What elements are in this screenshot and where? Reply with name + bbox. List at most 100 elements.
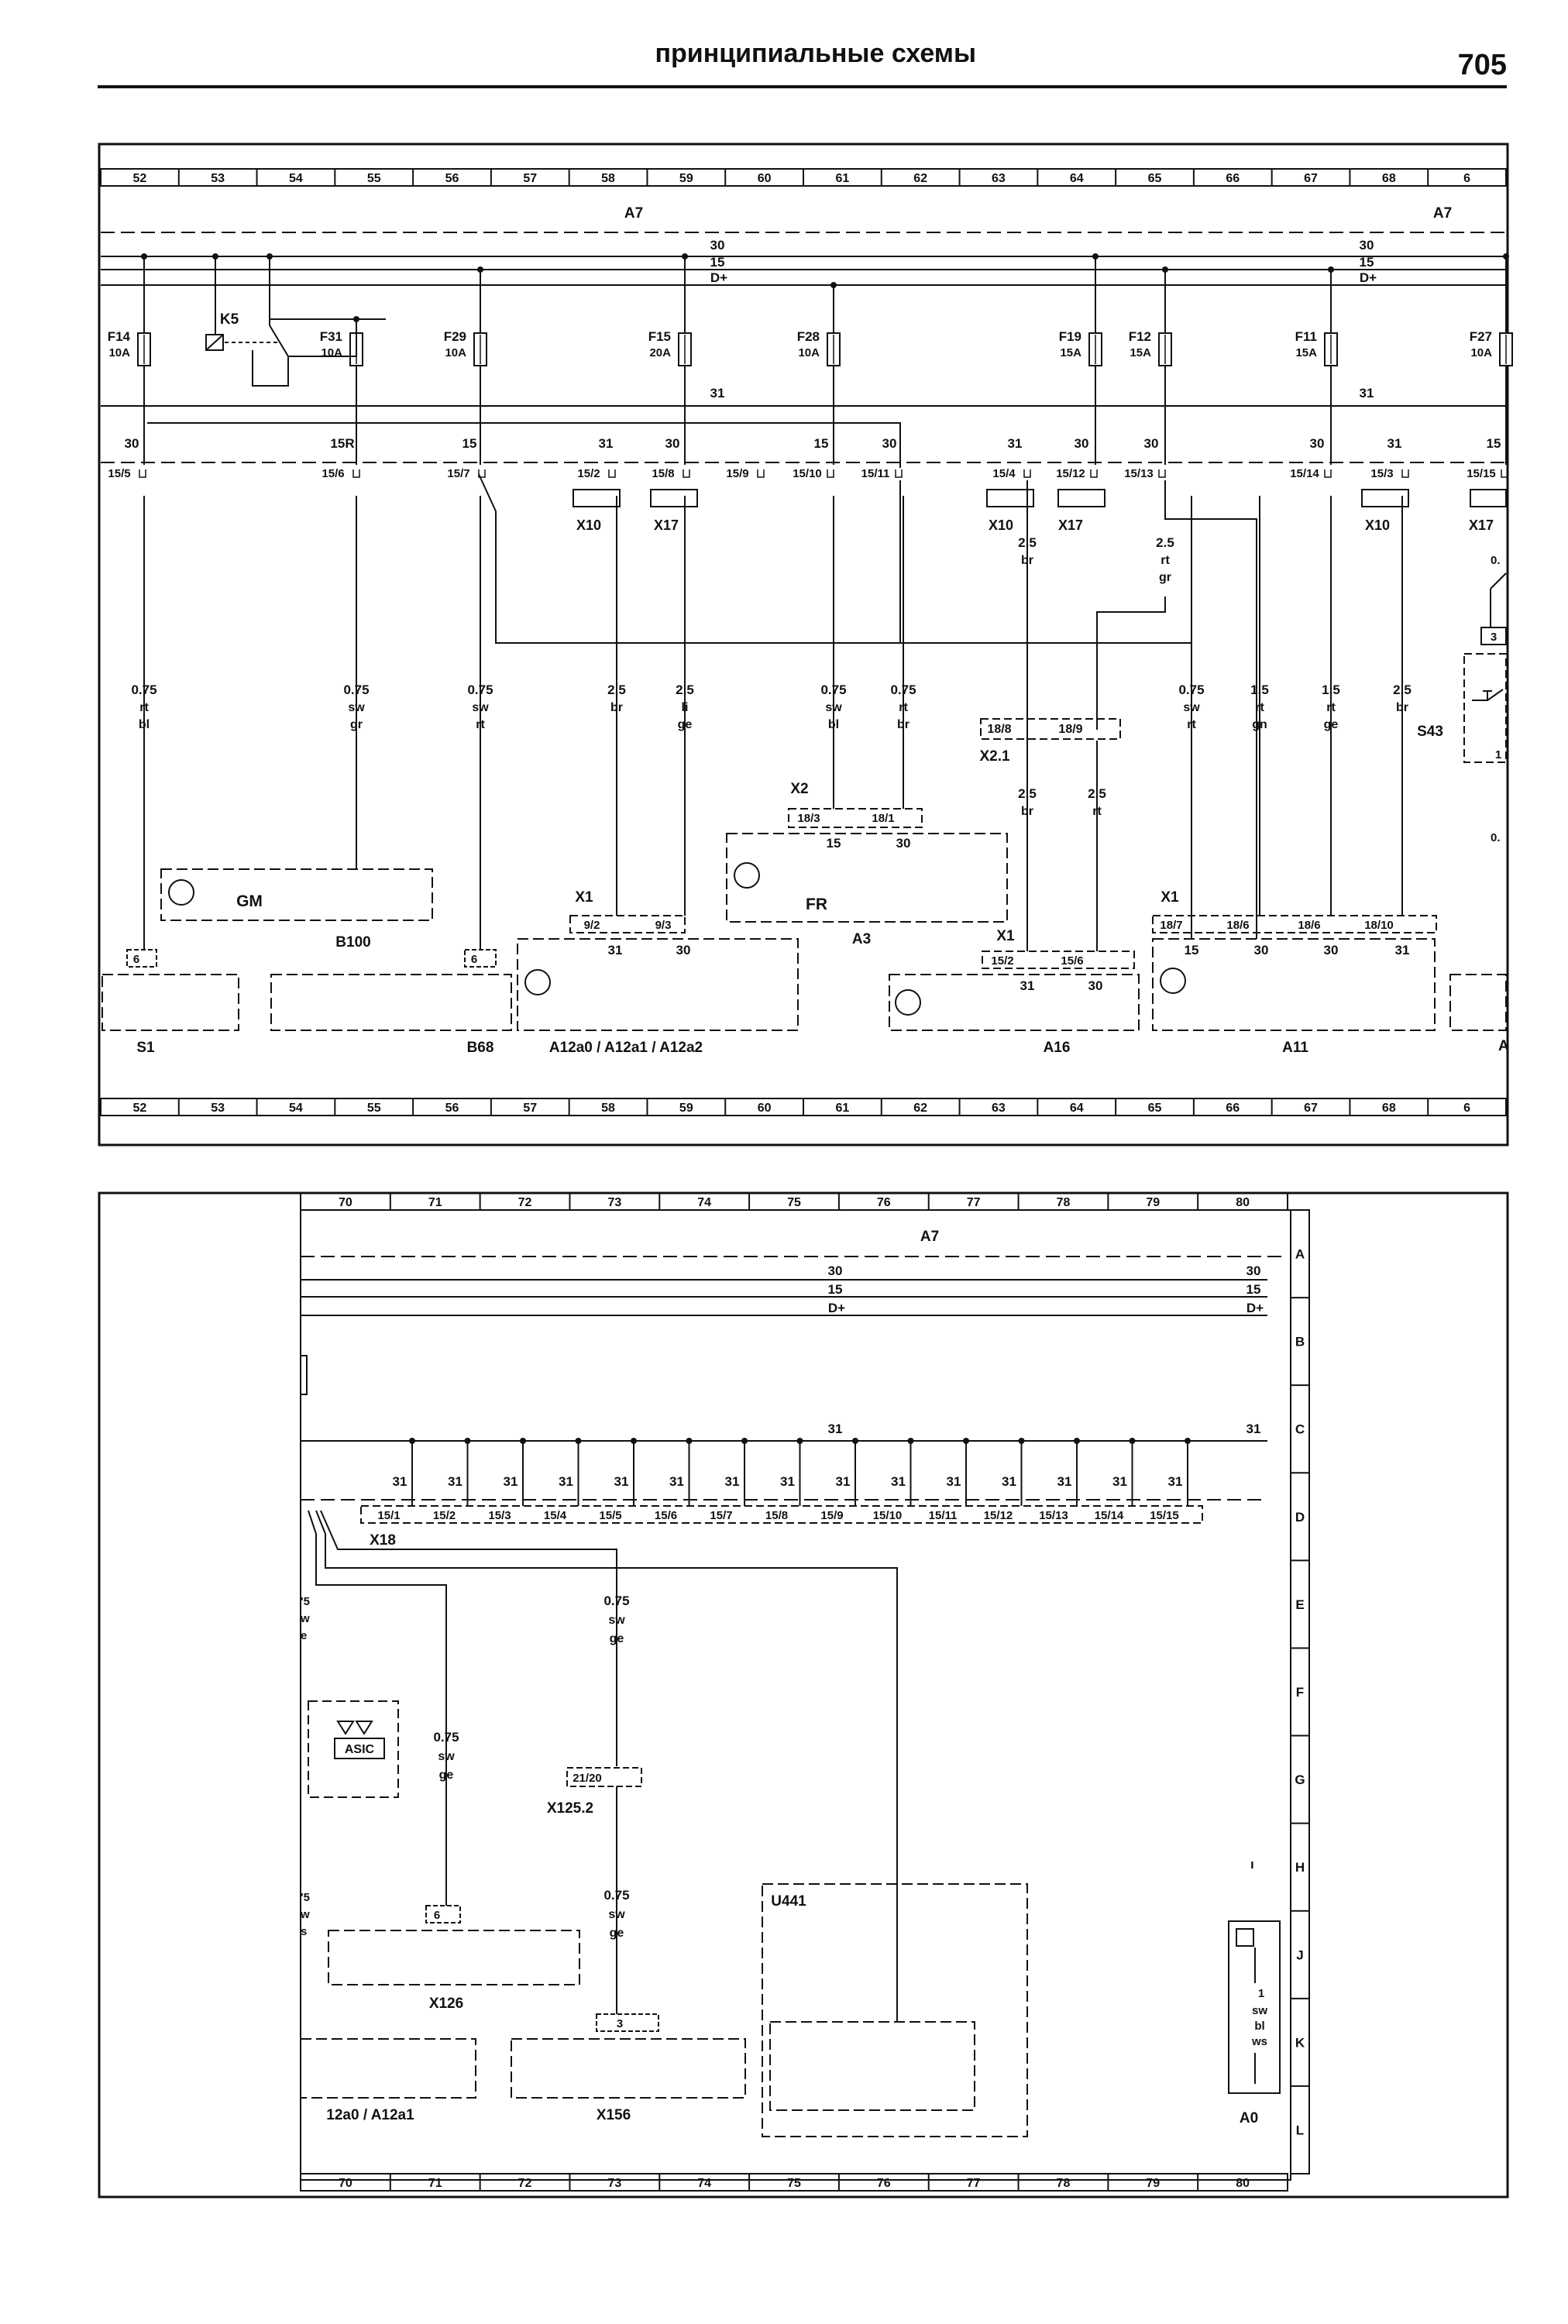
connector-pin-socket [683, 469, 690, 478]
b68-pin-box [464, 949, 497, 968]
s1-box [101, 974, 239, 1031]
terminal-label: 30 [125, 436, 139, 451]
x18-ground-node [1074, 1438, 1080, 1444]
ruler-number: 58 [601, 172, 615, 185]
ruler-number: 78 [1057, 2177, 1071, 2190]
wire-color-1: sw [472, 701, 489, 714]
wire-upper-c1: sw [608, 1614, 625, 1627]
ruler-number: 79 [1146, 2177, 1160, 2190]
connector-pin-socket [827, 469, 834, 478]
x2-box [788, 808, 923, 828]
ruler-number: 59 [679, 1102, 693, 1115]
wire-color-2: br [897, 718, 910, 731]
wire-labels: 0.75rtbl0.75swgr0.75swrt2.5br2.5lige0.75… [131, 480, 1412, 951]
wire-gauge: 2.5 [1393, 682, 1412, 697]
x18-pin: 15/7 [710, 1509, 732, 1522]
ruler-number: 70 [339, 2177, 352, 2190]
connector-pin-socket [757, 469, 765, 478]
wire-lower-c1: sw [608, 1908, 625, 1921]
connector-pin: 15/9 [726, 467, 748, 480]
ruler-number: 59 [679, 172, 693, 185]
x18-pin: 15/11 [929, 1509, 958, 1522]
s1-pin-box [126, 949, 157, 968]
ruler-number: 76 [877, 1196, 891, 1209]
connector-box [650, 489, 698, 507]
b100-label: B100 [335, 934, 370, 951]
x2-label: X2 [790, 781, 808, 797]
bot-ground-31-label-r: 31 [1246, 1422, 1261, 1436]
edge-frag-0b: 0. [1491, 831, 1501, 844]
edge-frag-1: '5 [301, 1595, 310, 1608]
wire-gauge: 0.75 [820, 682, 846, 697]
row-letter: K [1295, 2035, 1305, 2050]
x1-a11-term-1: 15 [1185, 943, 1199, 957]
x1-a11-term-4: 31 [1395, 943, 1410, 957]
ruler-number: 56 [445, 1102, 459, 1115]
fuse-name: F28 [797, 329, 820, 344]
fuse-rating: 10A [798, 346, 820, 359]
a11-transistor-icon [1160, 968, 1186, 994]
edge-frag-5: w [300, 1908, 310, 1921]
fuse-rating: 10A [108, 346, 130, 359]
x1252-label: X125.2 [547, 1800, 593, 1817]
top-panel-frame [98, 143, 1509, 1147]
component-a12: A12a0 / A12a1 / A12a2 [517, 938, 799, 1056]
terminal-label: 31 [1008, 436, 1023, 451]
ruler-number: 53 [211, 172, 225, 185]
row-letter: B [1295, 1335, 1305, 1349]
ruler-number: 75 [787, 2177, 801, 2190]
connector-x1-a11: X1 18/7 18/6 18/6 18/10 15 30 30 31 [1152, 889, 1437, 957]
connector-pin-socket [895, 469, 903, 478]
wire-color-1: br [1396, 701, 1408, 714]
connector-label: X17 [1058, 517, 1083, 533]
s43-pin-3 [1480, 627, 1507, 645]
wire-gauge: 0.75 [131, 682, 156, 697]
ruler-number: 54 [289, 1102, 303, 1115]
wire-lower-c2: ge [610, 1927, 624, 1940]
x18-pin: 15/10 [873, 1509, 903, 1522]
ruler-number: 61 [835, 1102, 849, 1115]
ruler-number: 75 [787, 1196, 801, 1209]
fuse-feed-node [1328, 266, 1334, 273]
bot-bus-15-label: 15 [828, 1282, 843, 1297]
bot-bus-dplus-label-r: D+ [1246, 1301, 1264, 1315]
x21-pin-1: 18/8 [987, 723, 1011, 736]
x18-ground-node [409, 1438, 415, 1444]
bus-dplus-label-left: D+ [710, 270, 727, 285]
ruler-number: 66 [1226, 172, 1240, 185]
a7-label-left: A7 [624, 205, 643, 222]
x18-ground-node [686, 1438, 693, 1444]
fuse-name: F19 [1059, 329, 1081, 344]
fuse-rating: 15A [1060, 346, 1081, 359]
a12-label: A12a0 / A12a1 / A12a2 [549, 1040, 703, 1056]
fuse-rating: 15A [1295, 346, 1317, 359]
edge-frag-3: e [301, 1629, 307, 1642]
x1-a11-term-3: 30 [1324, 943, 1339, 957]
u441-inner-box [769, 2021, 975, 2111]
mid-wire-color-2: gr [1159, 571, 1171, 584]
fuse-feed-node [141, 253, 147, 260]
x18-terminal: 31 [1057, 1474, 1072, 1489]
x2-pin-1: 18/3 [797, 812, 820, 825]
wire-color-2: ge [1324, 718, 1339, 731]
mid-wire-gauge: 2.5 [1156, 535, 1174, 550]
wire-gauge: 0.75 [343, 682, 369, 697]
a0-wire-c2: bl [1254, 2020, 1264, 2033]
connector-pin-socket [1158, 469, 1166, 478]
fr-label: FR [806, 896, 827, 913]
ruler-number: 55 [367, 172, 381, 185]
wire-gauge: 2.5 [607, 682, 626, 697]
a0-pin-box [1236, 1928, 1254, 1947]
terminal-label: 15 [814, 436, 829, 451]
edge-frag-6: s [301, 1925, 307, 1938]
connector-pin-socket [1501, 469, 1508, 478]
u441-box [762, 1883, 1028, 2137]
connector-pin-socket [1090, 469, 1098, 478]
ruler-number: 73 [607, 1196, 621, 1209]
row-letter: C [1295, 1422, 1305, 1437]
asic-outer-box [308, 1700, 399, 1798]
b68-label: B68 [467, 1040, 494, 1056]
